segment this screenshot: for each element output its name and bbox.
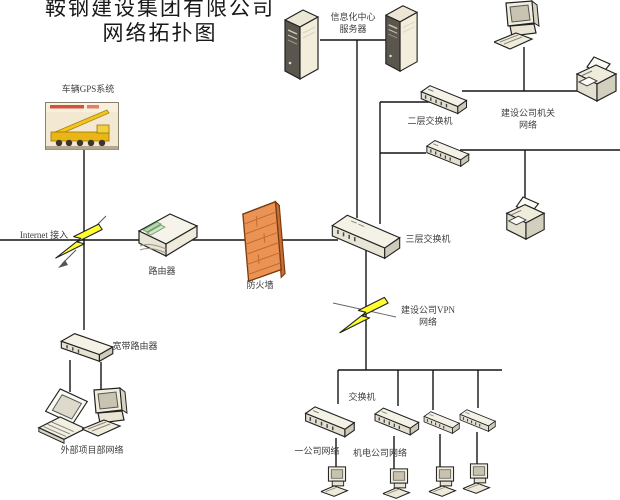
workstation-icon: [320, 465, 354, 500]
switch-icon: [370, 399, 422, 439]
vpn-network-label: 建设公司VPN 网络: [400, 305, 455, 327]
layer2-switch-label: 二层交换机: [407, 116, 453, 126]
router-label: 路由器: [148, 266, 176, 276]
layer3-switch-icon: [326, 205, 406, 263]
router-icon: [130, 204, 206, 266]
layer2-switch-icon: [416, 76, 470, 118]
external-project-network-label: 外部项目部网络: [60, 445, 124, 455]
desktop-computer-icon: [82, 383, 134, 445]
printer-icon: [502, 192, 548, 248]
workstation-icon: [462, 462, 496, 500]
printer-icon: [572, 55, 620, 107]
company1-network-label: 一公司网络: [294, 446, 340, 456]
desktop-computer-icon: [494, 0, 546, 54]
server-tower-icon: [380, 1, 422, 75]
firewall-label: 防火墙: [246, 280, 274, 290]
broadband-router-label: 宽带路由器: [112, 341, 158, 351]
workstation-icon: [428, 465, 462, 500]
layer3-switch-label: 三层交换机: [405, 234, 451, 244]
page-subtitle: 网络拓扑图: [102, 21, 218, 45]
switch-icon: [300, 397, 358, 441]
switch-icon: [456, 402, 498, 435]
firewall-icon: [234, 195, 292, 285]
workstation-icon: [382, 467, 416, 500]
internet-access-label: Internet 接入: [19, 230, 69, 240]
lightning-bolt-icon: [338, 295, 390, 337]
crane-photo: [45, 102, 119, 150]
page-title: 鞍钢建设集团有限公司: [45, 0, 275, 20]
switch-label: 交换机: [348, 392, 376, 402]
server-tower-icon: [280, 5, 322, 83]
mech-company-network-label: 机电公司网络: [352, 448, 407, 458]
lightning-bolt-icon: [54, 221, 104, 263]
vehicle-gps-label: 车辆GPS系统: [61, 84, 115, 94]
info-center-servers-label: 信息化中心 服务器: [330, 12, 376, 34]
layer2-switch-icon: [422, 131, 472, 171]
hq-network-label: 建设公司机关 网络: [500, 108, 555, 130]
